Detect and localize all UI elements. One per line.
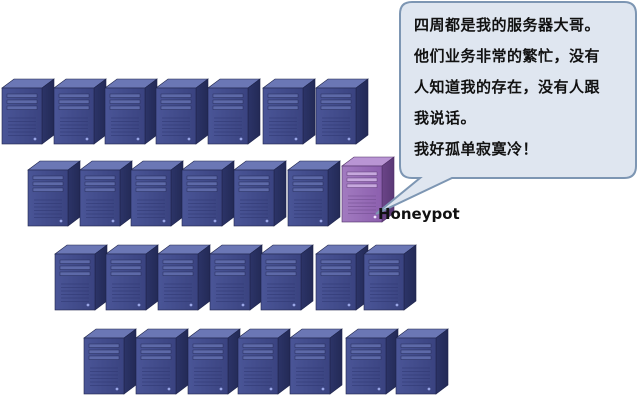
server-icon — [289, 328, 343, 395]
bubble-line: 他们业务非常的繁忙，没有 — [414, 47, 601, 65]
bubble-line: 我说话。 — [414, 109, 477, 127]
server-icon — [155, 78, 209, 145]
server-icon — [135, 328, 189, 395]
server-icon — [345, 328, 399, 395]
honeypot-label: Honeypot — [378, 205, 460, 223]
server-icon — [1, 78, 55, 145]
server-icon — [83, 328, 137, 395]
honeypot-server — [341, 156, 395, 223]
server-icon — [233, 160, 287, 227]
honeypot-server-icon — [341, 156, 395, 223]
server-icon — [53, 78, 107, 145]
server-icon — [181, 160, 235, 227]
server-icon — [315, 244, 369, 311]
speech-bubble — [375, 1, 637, 215]
server-icon — [287, 160, 341, 227]
server-icon — [207, 78, 261, 145]
server-icon — [315, 78, 369, 145]
server-icon — [130, 160, 184, 227]
bubble-line: 人知道我的存在，没有人跟 — [414, 78, 601, 96]
server-icon — [260, 244, 314, 311]
bubble-line: 我好孤单寂寞冷！ — [414, 140, 539, 158]
speech-bubble-shape — [375, 1, 637, 215]
server-icon — [157, 244, 211, 311]
server-icon — [395, 328, 449, 395]
server-icon — [237, 328, 291, 395]
server-icon — [262, 78, 316, 145]
speech-bubble-text: 四周都是我的服务器大哥。 他们业务非常的繁忙，没有 人知道我的存在，没有人跟 我… — [414, 10, 624, 165]
server-icon — [105, 244, 159, 311]
server-icon — [54, 244, 108, 311]
server-icon — [187, 328, 241, 395]
server-icon — [79, 160, 133, 227]
server-icon — [104, 78, 158, 145]
server-cluster — [1, 78, 449, 395]
server-icon — [209, 244, 263, 311]
bubble-line: 四周都是我的服务器大哥。 — [414, 16, 601, 34]
server-icon — [27, 160, 81, 227]
server-icon — [363, 244, 417, 311]
